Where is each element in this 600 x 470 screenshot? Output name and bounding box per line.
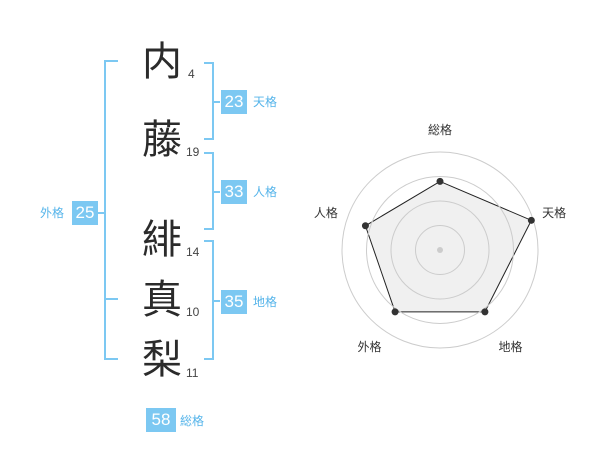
name-char-4: 真 <box>142 277 182 323</box>
name-char-3: 緋 <box>142 217 182 263</box>
radar-axis-label-4: 外格 <box>357 339 381 354</box>
name-char-1: 内 <box>142 39 182 85</box>
gaikaku-bracket-vertical <box>104 60 106 360</box>
stroke-count-1: 4 <box>188 67 195 81</box>
tenkaku-bracket-top <box>204 62 214 64</box>
radar-axis-label-3: 地格 <box>499 339 523 354</box>
jinkaku-label: 人格 <box>253 185 278 199</box>
radar-ring-1 <box>415 225 465 275</box>
radar-point-5 <box>361 222 369 230</box>
stroke-count-2: 19 <box>186 145 200 159</box>
gaikaku-bracket-top <box>104 60 118 62</box>
jinkaku-bracket-top <box>204 152 214 154</box>
chikaku-label: 地格 <box>253 295 278 309</box>
gaikaku-bracket-middle <box>104 298 118 300</box>
radar-center-dot <box>437 247 443 253</box>
radar-axis-label-5: 人格 <box>314 205 338 220</box>
radar-point-1 <box>436 177 444 185</box>
stroke-count-4: 10 <box>186 305 200 319</box>
chikaku-bracket-bottom <box>204 358 214 360</box>
tenkaku-badge: 23 <box>221 90 247 114</box>
tenkaku-label: 天格 <box>253 95 278 109</box>
stroke-count-5: 11 <box>186 366 199 380</box>
chikaku-bracket-connector <box>212 300 220 302</box>
stroke-count-3: 14 <box>186 245 200 259</box>
tenkaku-bracket-connector <box>212 101 220 103</box>
gaikaku-label: 外格 <box>40 206 65 220</box>
jinkaku-bracket-connector <box>212 191 220 193</box>
radar-ring-3 <box>366 176 514 324</box>
chikaku-badge: 35 <box>221 290 247 314</box>
tenkaku-bracket-bottom <box>204 138 214 140</box>
soukaku-label: 総格 <box>180 414 205 428</box>
jinkaku-bracket-bottom <box>204 228 214 230</box>
chikaku-bracket-top <box>204 240 214 242</box>
gaikaku-bracket-connector <box>98 212 106 214</box>
gaikaku-bracket-bottom <box>104 358 118 360</box>
radar-ring-2 <box>390 200 490 300</box>
name-char-2: 藤 <box>142 117 182 163</box>
radar-axis-label-2: 天格 <box>542 205 566 220</box>
radar-data-points <box>361 177 535 316</box>
radar-point-3 <box>481 308 489 316</box>
jinkaku-badge: 33 <box>221 180 247 204</box>
name-char-5: 梨 <box>142 337 182 383</box>
gaikaku-badge: 25 <box>72 201 98 225</box>
radar-point-2 <box>527 216 535 224</box>
radar-point-4 <box>391 308 399 316</box>
soukaku-badge: 58 <box>146 408 176 432</box>
radar-axis-label-1: 総格 <box>428 122 452 137</box>
radar-inner-rings <box>366 176 514 324</box>
